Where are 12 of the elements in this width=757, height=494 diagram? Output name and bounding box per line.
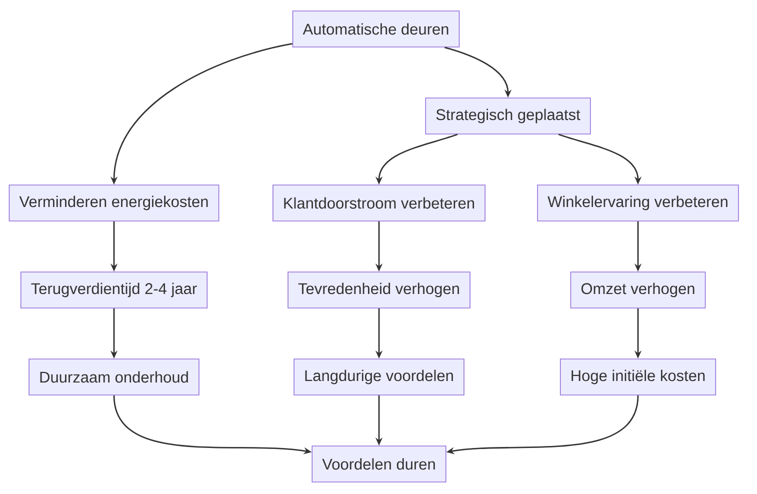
process-box: Verminderen energiekosten <box>8 184 220 222</box>
process-box: Hoge initiële kosten <box>560 358 716 396</box>
process-box: Klantdoorstroom verbeteren <box>272 184 486 222</box>
process-box: Langdurige voordelen <box>294 358 464 396</box>
process-box: Winkelervaring verbeteren <box>537 184 739 222</box>
process-box: Automatische deuren <box>292 10 460 48</box>
process-box: Omzet verhogen <box>570 272 706 308</box>
process-box: Voordelen duren <box>312 446 446 482</box>
process-box: Terugverdientijd 2-4 jaar <box>20 272 208 308</box>
process-box: Tevredenheid verhogen <box>288 272 470 308</box>
process-box: Strategisch geplaatst <box>425 98 591 134</box>
process-box: Duurzaam onderhoud <box>28 358 200 396</box>
